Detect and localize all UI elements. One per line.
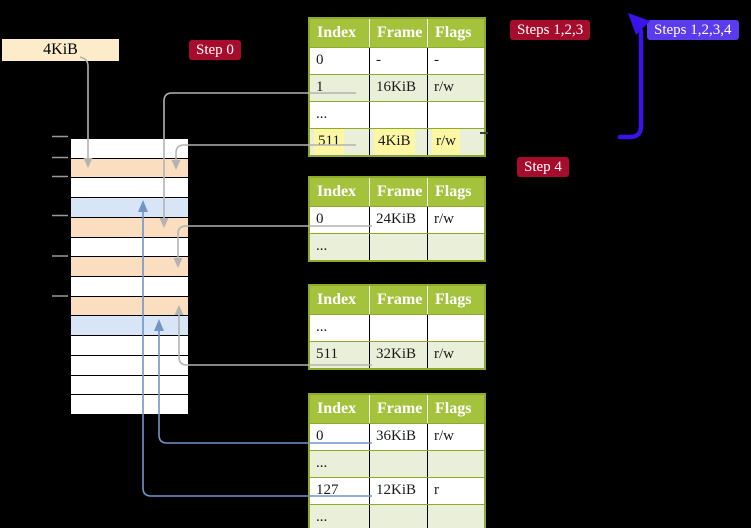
table-row: 127 12KiB r <box>310 477 484 504</box>
column-header: Flags <box>427 178 484 206</box>
cell-flags: r/w <box>427 342 484 368</box>
highlight: 511 <box>314 129 344 154</box>
column-header: Index <box>317 24 357 41</box>
cell-flags <box>427 505 484 528</box>
cell-index: 511 <box>316 346 338 362</box>
cell-flags: r/w <box>427 75 484 101</box>
page-size-box: 4KiB <box>2 39 119 61</box>
memory-frame-row <box>71 216 188 237</box>
physical-memory-strip <box>70 138 189 415</box>
memory-frame-row <box>71 157 188 178</box>
memory-frame-row <box>71 295 188 316</box>
table-row: ... <box>310 450 484 477</box>
page-table-level3: Index Frame Flags ... 511 32KiB r/w <box>308 284 486 370</box>
cell-flags: - <box>427 48 484 74</box>
cell-frame: 24KiB <box>369 207 427 233</box>
page-table-level2: Index Frame Flags 0 24KiB r/w ... <box>308 176 486 262</box>
loop-arrow-steps <box>617 13 650 140</box>
memory-frame-row <box>71 394 188 415</box>
table-row: ... <box>310 233 484 260</box>
cell-frame <box>369 315 427 341</box>
cell-frame <box>369 505 427 528</box>
cell-flags: r/w <box>427 129 484 155</box>
cell-index: ... <box>316 319 328 335</box>
memory-frame-row <box>71 236 188 257</box>
cell-frame: 12KiB <box>369 478 427 504</box>
table-row: 511 32KiB r/w <box>310 341 484 368</box>
cell-flags <box>427 102 484 128</box>
cell-index: 1 <box>316 79 324 95</box>
column-header: Index <box>317 291 357 308</box>
cell-flags <box>427 315 484 341</box>
cell-frame: - <box>369 48 427 74</box>
tick-marks <box>52 135 68 297</box>
table-row: ... <box>310 504 484 528</box>
memory-frame-row <box>71 197 188 217</box>
cell-flags: r/w <box>427 207 484 233</box>
table-header-row: Index Frame Flags <box>310 178 484 206</box>
page-table-level4: Index Frame Flags 0 36KiB r/w ... 127 12… <box>308 393 486 528</box>
memory-frame-row <box>71 354 188 375</box>
memory-frame-row <box>71 177 188 198</box>
step0-label: Step 0 <box>189 40 241 60</box>
page-size-label: 4KiB <box>43 41 78 58</box>
cell-flags: r <box>427 478 484 504</box>
memory-frame-row <box>71 276 188 296</box>
table-row: 1 16KiB r/w <box>310 74 484 101</box>
cell-flags <box>427 234 484 260</box>
steps-1234-label: Steps 1,2,3,4 <box>647 20 739 40</box>
memory-frame-row <box>71 335 188 355</box>
table-header-row: Index Frame Flags <box>310 19 484 47</box>
table-row-highlighted: 511 4KiB r/w <box>310 128 484 155</box>
column-header: Frame <box>369 286 427 314</box>
column-header: Index <box>317 183 357 200</box>
cell-index: ... <box>316 106 328 122</box>
cell-index: 0 <box>316 211 324 227</box>
cell-frame <box>369 234 427 260</box>
cell-index: ... <box>316 455 328 471</box>
highlight: 4KiB <box>374 129 415 154</box>
memory-frame-row <box>71 315 188 336</box>
highlight: r/w <box>432 129 460 154</box>
memory-frame-row <box>71 374 188 395</box>
table-header-row: Index Frame Flags <box>310 286 484 314</box>
cell-flags: r/w <box>427 424 484 450</box>
cell-index: ... <box>316 238 328 254</box>
table-row: 0 - - <box>310 47 484 74</box>
cell-index: 0 <box>316 428 324 444</box>
step4-label: Step 4 <box>517 157 569 177</box>
column-header: Frame <box>369 395 427 423</box>
table-row: 0 36KiB r/w <box>310 423 484 450</box>
cell-index: 0 <box>316 52 324 68</box>
cell-index: 511 <box>310 129 369 155</box>
column-header: Flags <box>427 19 484 47</box>
cell-flags <box>427 451 484 477</box>
cell-frame <box>369 451 427 477</box>
page-table-level1: Index Frame Flags 0 - - 1 16KiB r/w ... … <box>308 17 486 157</box>
cell-frame: 32KiB <box>369 342 427 368</box>
column-header: Flags <box>427 395 484 423</box>
table-row: ... <box>310 314 484 341</box>
cell-frame <box>369 102 427 128</box>
steps-123-label: Steps 1,2,3 <box>510 20 591 40</box>
cell-frame: 36KiB <box>369 424 427 450</box>
memory-frame-row <box>71 256 188 277</box>
cell-index: ... <box>316 509 328 525</box>
table-header-row: Index Frame Flags <box>310 395 484 423</box>
cell-frame: 4KiB <box>369 129 427 155</box>
column-header: Frame <box>369 19 427 47</box>
column-header: Flags <box>427 286 484 314</box>
cell-index: 127 <box>316 482 339 498</box>
table-row: 0 24KiB r/w <box>310 206 484 233</box>
column-header: Index <box>317 400 357 417</box>
cell-frame: 16KiB <box>369 75 427 101</box>
table-row: ... <box>310 101 484 128</box>
memory-frame-row <box>71 139 188 158</box>
column-header: Frame <box>369 178 427 206</box>
